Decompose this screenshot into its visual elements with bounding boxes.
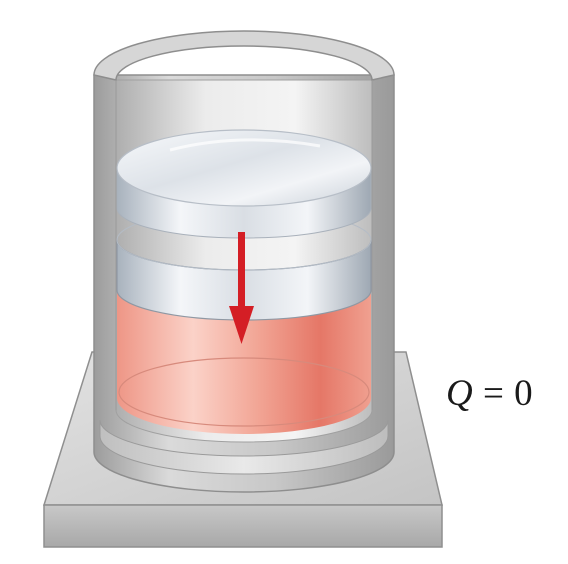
cylinder-bottom-rim: [99, 419, 389, 475]
piston: [116, 129, 372, 321]
compression-arrow: [229, 232, 254, 344]
heat-equation-label: Q = 0: [446, 372, 533, 415]
cylinder-top-rim: [93, 30, 395, 81]
gas-body: [117, 290, 371, 434]
base-plate-front: [43, 504, 443, 548]
heat-value: 0: [514, 373, 534, 414]
heat-equals-sign: =: [482, 373, 505, 414]
heat-symbol: Q: [446, 373, 474, 414]
gas-region: [117, 290, 371, 434]
gas-bottom-outline: [118, 357, 370, 427]
